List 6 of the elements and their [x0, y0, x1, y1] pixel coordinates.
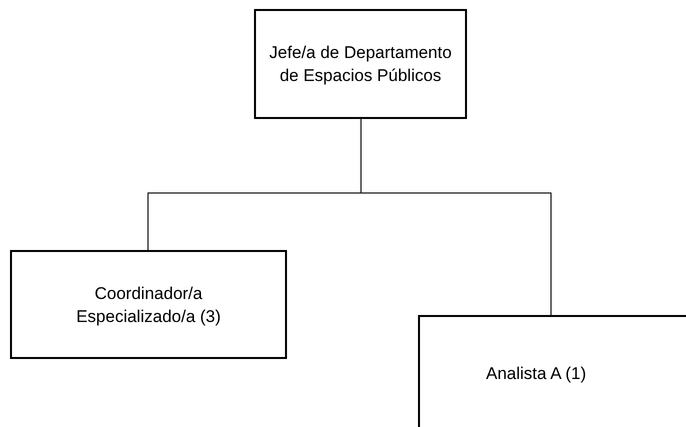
role-title: Analista A (1): [486, 362, 586, 384]
org-box: [418, 315, 686, 427]
org-box: [254, 9, 467, 119]
role-title: Jefe/a de Departamento de Espacios Públicos: [268, 42, 453, 87]
org-box: [10, 250, 287, 359]
role-title: Coordinador/a Especializado/a (3): [75, 282, 222, 328]
